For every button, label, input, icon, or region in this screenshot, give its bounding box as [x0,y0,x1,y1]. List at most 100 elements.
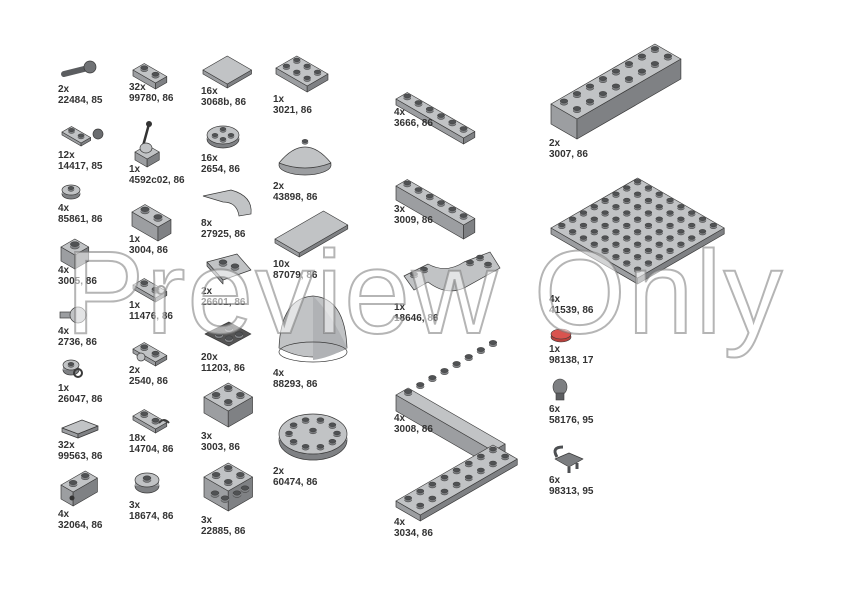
part-clip-icon [62,359,83,378]
part-id: 14417, 85 [58,161,103,172]
part-brick16-icon [395,179,476,240]
part-id: 98313, 95 [549,486,594,497]
part-id: 98138, 17 [549,355,594,366]
part-id: 2736, 86 [58,337,97,348]
part-dish-icon [278,139,332,176]
part-id: 11476, 86 [129,311,173,322]
part-quantity: 4x [394,517,406,528]
part-tile24-icon [274,210,349,258]
part-quantity: 1x [58,383,70,394]
part-quantity: 4x [394,413,406,424]
part-bracket-icon [132,63,168,90]
part-techbrick-icon [60,470,98,507]
part-brick12-icon [131,204,172,242]
part-clawclip-icon [553,445,584,473]
part-id: 14704, 86 [129,444,174,455]
part-quantity: 2x [58,84,70,95]
part-plate88-icon [550,177,725,285]
part-quantity: 12x [58,150,75,161]
part-id: 3666, 86 [394,118,433,129]
part-quantity: 2x [549,138,561,149]
part-id: 3007, 86 [549,149,588,160]
part-quantity: 1x [549,344,561,355]
part-round2-icon [134,472,160,494]
part-id: 3034, 86 [394,528,433,539]
part-dome-icon [278,295,348,363]
part-id: 27925, 86 [201,229,246,240]
part-round2plate-icon [206,125,240,149]
part-id: 2654, 86 [201,164,240,175]
part-quantity: 2x [273,181,285,192]
part-id: 3004, 86 [129,245,168,256]
part-quantity: 8x [201,218,213,229]
part-tile2-icon [202,55,252,89]
part-quantity: 6x [549,404,561,415]
part-id: 2540, 86 [129,376,168,387]
part-id: 99780, 86 [129,93,174,104]
part-quantity: 4x [58,509,70,520]
part-id: 99563, 86 [58,451,103,462]
part-brick28-icon [550,43,682,140]
part-quantity: 1x [129,234,141,245]
part-quantity: 10x [273,259,290,270]
part-id: 11203, 86 [201,363,245,374]
part-plate23-icon [275,55,329,93]
part-id: 3008, 86 [394,424,433,435]
part-plate16-icon [395,92,476,145]
part-hinge-icon [61,126,104,147]
part-quantity: 3x [201,515,213,526]
part-id: 88293, 86 [273,379,318,390]
part-id: 87079, 86 [273,270,318,281]
part-quantity: 3x [201,431,213,442]
part-sidestud-icon [203,462,253,512]
part-id: 41539, 86 [549,305,594,316]
part-quantity: 32x [58,440,75,451]
part-id: 18646, 86 [394,313,439,324]
part-brick22-icon [203,382,253,428]
part-wedge-icon [206,253,252,285]
part-id: 22484, 85 [58,95,103,106]
part-id: 3003, 86 [201,442,240,453]
part-quantity: 20x [201,352,218,363]
part-id: 3009, 86 [394,215,433,226]
part-id: 60474, 86 [273,477,318,488]
part-ingot-icon [61,419,99,439]
part-quantity: 16x [201,153,218,164]
part-quantity: 1x [273,94,285,105]
part-arch-icon [403,251,501,292]
part-axlehub-icon [59,306,87,324]
part-quantity: 1x [129,300,141,311]
part-id: 18674, 86 [129,511,174,522]
part-quantity: 1x [394,302,406,313]
part-redtile-icon [550,328,572,343]
part-id: 26047, 86 [58,394,103,405]
part-quantity: 3x [129,500,141,511]
part-tileinv-icon [204,321,252,347]
part-platesocket-icon [132,409,170,434]
part-round4-icon [278,413,348,461]
part-quantity: 2x [273,466,285,477]
